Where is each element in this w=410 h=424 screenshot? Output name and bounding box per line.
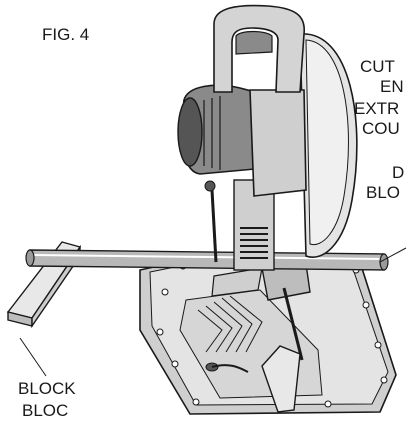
- right-callout-line-1: CUT: [360, 57, 395, 76]
- figure-label: FIG. 4: [42, 25, 90, 44]
- motor-housing: [177, 84, 307, 197]
- right-callout-line-3: EXTR: [354, 99, 400, 118]
- blade-guard: [299, 33, 358, 258]
- vise-assembly: [211, 263, 311, 413]
- bottom-callout-line-2: BLOC: [22, 401, 69, 420]
- leader-lines: [19, 247, 407, 377]
- saw-handle: [213, 4, 305, 93]
- bottom-callout-line-1: BLOCK: [18, 379, 76, 398]
- saw-base: [139, 257, 397, 415]
- right-callout-line-5: D: [392, 163, 405, 182]
- long-workpiece-rod: [25, 249, 389, 271]
- right-callout-line-4: COU: [362, 119, 400, 138]
- right-callout-line-6: BLO: [366, 183, 401, 202]
- right-callout-line-2: EN: [380, 77, 404, 96]
